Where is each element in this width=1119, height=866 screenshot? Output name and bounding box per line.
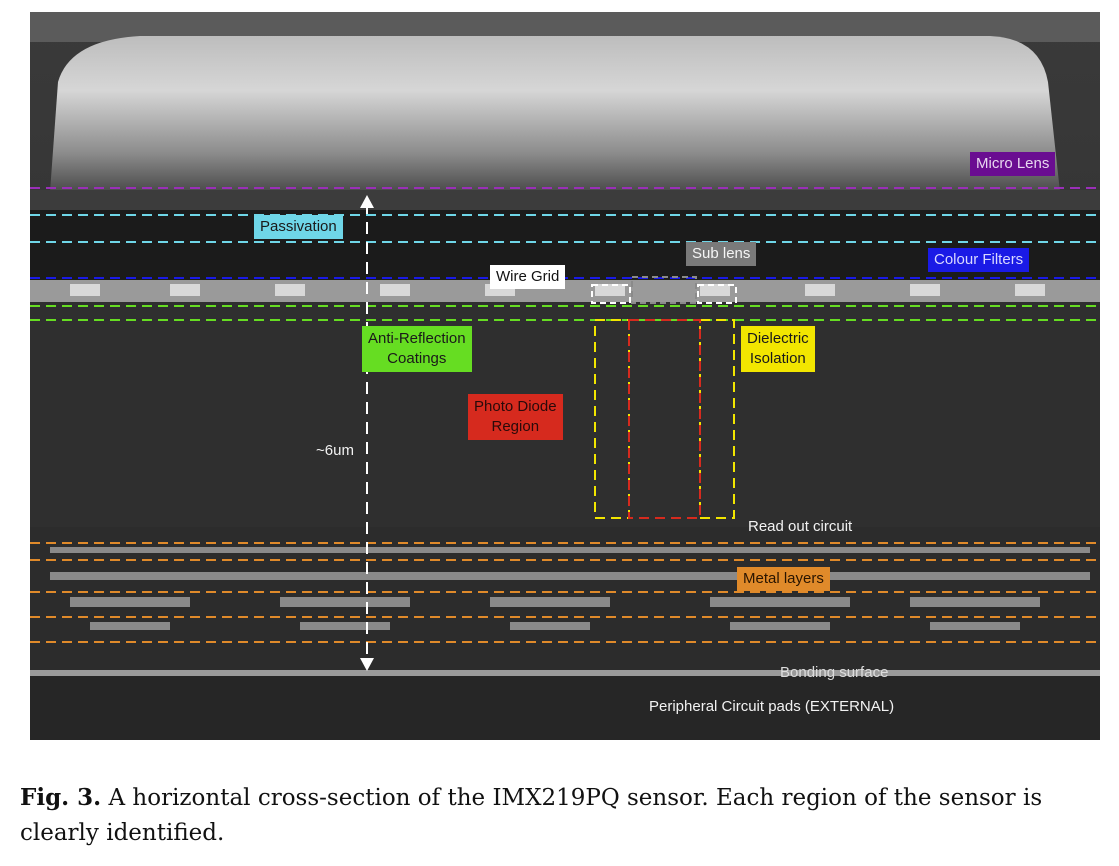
peripheral-pads-label: Peripheral Circuit pads (EXTERNAL) [649,698,895,715]
micro-lens-label: Micro Lens [970,152,1056,176]
anti-reflection-label: Anti-Reflection Coatings [362,326,472,372]
wire-grid-blocks [70,284,1045,296]
bonding-surface-label: Bonding surface [780,664,889,681]
figure-caption: Fig. 3. A horizontal cross-section of th… [20,780,1110,851]
metal-layers-label: Metal layers [737,567,830,591]
photo-diode-label: Photo Diode Region [468,394,563,440]
lens-base [30,190,1100,210]
read-out-circuit-label: Read out circuit [748,518,853,535]
anti-reflection-label-line2: Coatings [387,350,447,367]
dielectric-label-line2: Isolation [749,350,806,367]
anti-reflection-label-line1: Anti-Reflection [368,330,466,347]
thickness-arrow [360,195,374,671]
photo-diode-label-line1: Photo Diode [474,398,557,415]
figure-caption-text: A horizontal cross-section of the IMX219… [20,785,1043,846]
silicon-body [30,302,1100,527]
photo-diode-label-line2: Region [491,418,540,435]
bonding-line [30,670,1100,676]
metal-layer-blocks [50,547,1090,630]
dielectric-label-line1: Dielectric [747,330,809,347]
wire-grid-box-right [697,284,737,304]
sem-image [30,12,1100,740]
sem-cross-section-figure: Micro Lens Passivation Colour Filters Su… [30,12,1100,740]
colour-filters-label: Colour Filters [928,248,1030,272]
photo-diode-box [628,319,701,519]
figure-caption-label: Fig. 3. [20,784,102,811]
dielectric-label: Dielectric Isolation [741,326,815,372]
wire-grid-label: Wire Grid [490,265,566,289]
micro-lens-dome [50,36,1060,192]
sub-lens-box [631,276,697,304]
dielectric-box-right [699,319,735,519]
wire-grid-box-left [591,284,631,304]
thickness-label: ~6um [316,442,354,459]
pad-region [30,676,1100,740]
passivation-label: Passivation [254,215,343,239]
sub-lens-label: Sub lens [686,242,757,266]
